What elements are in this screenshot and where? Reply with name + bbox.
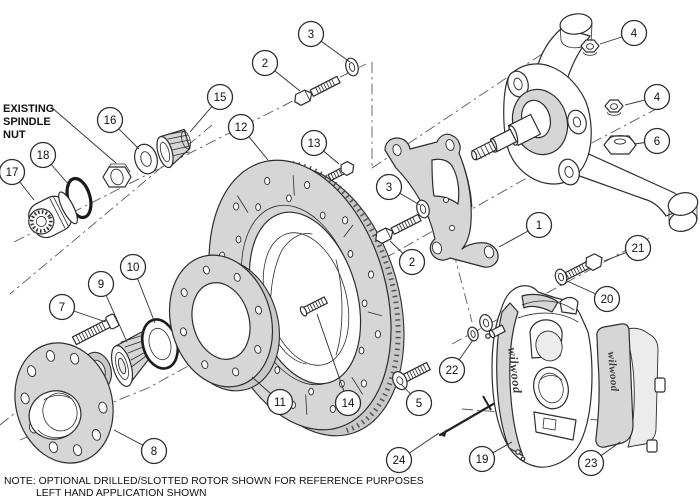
svg-text:NOTE: OPTIONAL DRILLED/SLOTTED: NOTE: OPTIONAL DRILLED/SLOTTED ROTOR SHO… — [4, 476, 424, 487]
callout-18: 18 — [29, 141, 71, 187]
hub-stud-holes — [20, 350, 108, 456]
svg-text:12: 12 — [235, 122, 248, 134]
svg-text:1: 1 — [536, 220, 542, 232]
callout-4: 4 — [599, 19, 648, 47]
rotor-adapter — [168, 254, 281, 392]
pad-brand-text: wilwood — [605, 351, 620, 392]
callout-13: 13 — [300, 129, 340, 165]
svg-text:4: 4 — [631, 28, 638, 40]
wheel-stud — [71, 313, 120, 346]
svg-text:17: 17 — [6, 167, 19, 179]
svg-text:16: 16 — [104, 115, 117, 127]
caliper-bolt — [562, 253, 603, 281]
callout-4: 4 — [624, 83, 671, 111]
callout-21: 21 — [603, 234, 652, 262]
footnote: NOTE: OPTIONAL DRILLED/SLOTTED ROTOR SHO… — [4, 476, 424, 499]
thrust-washer — [134, 143, 158, 175]
svg-text:22: 22 — [446, 365, 459, 377]
svg-text:3: 3 — [308, 29, 314, 41]
callout-22: 22 — [438, 339, 474, 384]
svg-text:13: 13 — [308, 138, 321, 150]
svg-text:NUT: NUT — [3, 129, 26, 141]
rotor-stud — [299, 296, 328, 317]
brake-pads: wilwood — [595, 323, 666, 453]
svg-text:7: 7 — [59, 302, 65, 314]
svg-text:9: 9 — [98, 279, 104, 291]
spindle-nut — [102, 163, 132, 188]
bracket-bolt-upper — [294, 75, 341, 106]
countersunk-bolt — [392, 361, 431, 391]
callout-24: 24 — [385, 432, 440, 474]
svg-text:SPINDLE: SPINDLE — [3, 116, 51, 128]
callout-2: 2 — [389, 240, 426, 276]
caliper-brand-text: wilwood — [505, 347, 525, 395]
svg-text:10: 10 — [127, 262, 140, 274]
callout-8: 8 — [113, 429, 168, 465]
svg-text:3: 3 — [386, 182, 392, 194]
svg-text:20: 20 — [601, 294, 614, 306]
bleed-screw — [485, 324, 506, 339]
svg-text:21: 21 — [632, 243, 645, 255]
caliper-bracket — [384, 133, 499, 268]
callout-20: 20 — [566, 280, 621, 313]
callout-23: 23 — [577, 441, 621, 477]
svg-text:LEFT HAND APPLICATION SHOWN: LEFT HAND APPLICATION SHOWN — [36, 488, 207, 499]
caliper-bolt-washer — [554, 268, 568, 286]
svg-text:EXISTING: EXISTING — [3, 103, 54, 115]
svg-text:15: 15 — [214, 92, 227, 104]
callout-1: 1 — [498, 211, 553, 248]
callout-14: 14 — [316, 313, 362, 417]
svg-text:4: 4 — [654, 92, 661, 104]
callout-3: 3 — [297, 20, 351, 63]
callout-19: 19 — [468, 441, 513, 473]
svg-text:23: 23 — [585, 458, 598, 470]
crush-washers — [467, 314, 493, 342]
hub-bore — [28, 390, 82, 440]
spindle — [471, 13, 699, 232]
spindle-pin — [471, 113, 542, 161]
svg-text:2: 2 — [262, 58, 268, 70]
svg-text:18: 18 — [37, 150, 50, 162]
callout-15: 15 — [189, 83, 234, 133]
bracket-bolt-lower — [375, 213, 422, 244]
hub-assembly — [14, 342, 114, 464]
steering-arm-nut — [603, 135, 637, 155]
spindle-nut-label: EXISTING SPINDLE NUT — [3, 103, 117, 164]
svg-text:24: 24 — [393, 455, 406, 467]
small-bolt-13 — [327, 160, 355, 182]
callout-16: 16 — [96, 106, 140, 150]
svg-text:19: 19 — [476, 454, 489, 466]
svg-text:5: 5 — [416, 398, 422, 410]
svg-text:8: 8 — [151, 446, 157, 458]
svg-text:14: 14 — [342, 398, 355, 410]
outer-bearing — [156, 128, 191, 169]
callout-2: 2 — [251, 49, 301, 92]
callout-11: 11 — [251, 376, 294, 416]
callout-7: 7 — [48, 293, 107, 323]
callout-5: 5 — [400, 383, 433, 417]
steering-arm — [573, 149, 685, 217]
caliper: wilwood — [485, 285, 593, 468]
svg-text:11: 11 — [274, 397, 286, 409]
callout-12: 12 — [227, 113, 269, 161]
grease-cap — [28, 191, 78, 239]
lock-nut-upper — [580, 39, 600, 56]
svg-text:6: 6 — [654, 136, 660, 148]
callout-3: 3 — [375, 173, 421, 206]
callout-9: 9 — [87, 270, 128, 343]
svg-text:2: 2 — [409, 257, 415, 269]
lock-nut-lower — [604, 99, 624, 116]
callout-17: 17 — [0, 158, 35, 201]
callout-6: 6 — [633, 127, 671, 155]
callout-10: 10 — [119, 253, 156, 324]
